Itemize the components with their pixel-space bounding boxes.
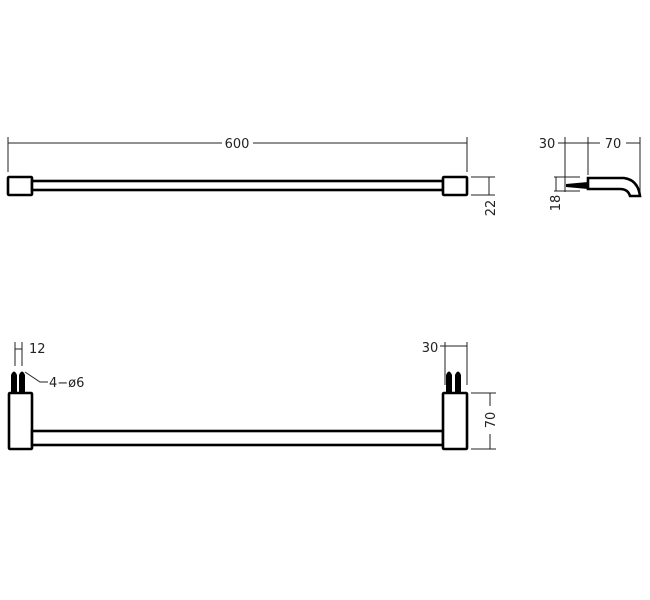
right-wall-pins xyxy=(446,371,461,393)
left-bracket xyxy=(7,391,34,451)
front-view: 12 4−ø6 30 70 xyxy=(7,341,499,451)
thickness-dimension-label: 18 xyxy=(549,195,564,212)
top-view: 600 22 xyxy=(6,137,499,217)
front-towel-bar xyxy=(30,429,445,447)
left-wall-pins xyxy=(11,371,25,393)
left-end-cap xyxy=(6,175,34,197)
wall-anchor xyxy=(566,182,588,189)
right-end-cap xyxy=(441,175,469,197)
right-bracket xyxy=(441,391,469,451)
side-view: 30 70 18 xyxy=(539,135,642,212)
height-dimension-label: 22 xyxy=(484,200,499,217)
pin-spacing-dimension-label: 12 xyxy=(29,342,46,357)
pin-callout-label: 4−ø6 xyxy=(49,376,84,391)
bracket-profile xyxy=(586,176,642,198)
pin-length-dimension-label: 30 xyxy=(422,341,439,356)
cap-height-dimension-label: 70 xyxy=(484,412,499,429)
depth-dimension-label: 70 xyxy=(605,137,622,152)
towel-bar xyxy=(30,179,445,192)
length-dimension-label: 600 xyxy=(225,137,250,152)
anchor-dimension-label: 30 xyxy=(539,137,556,152)
